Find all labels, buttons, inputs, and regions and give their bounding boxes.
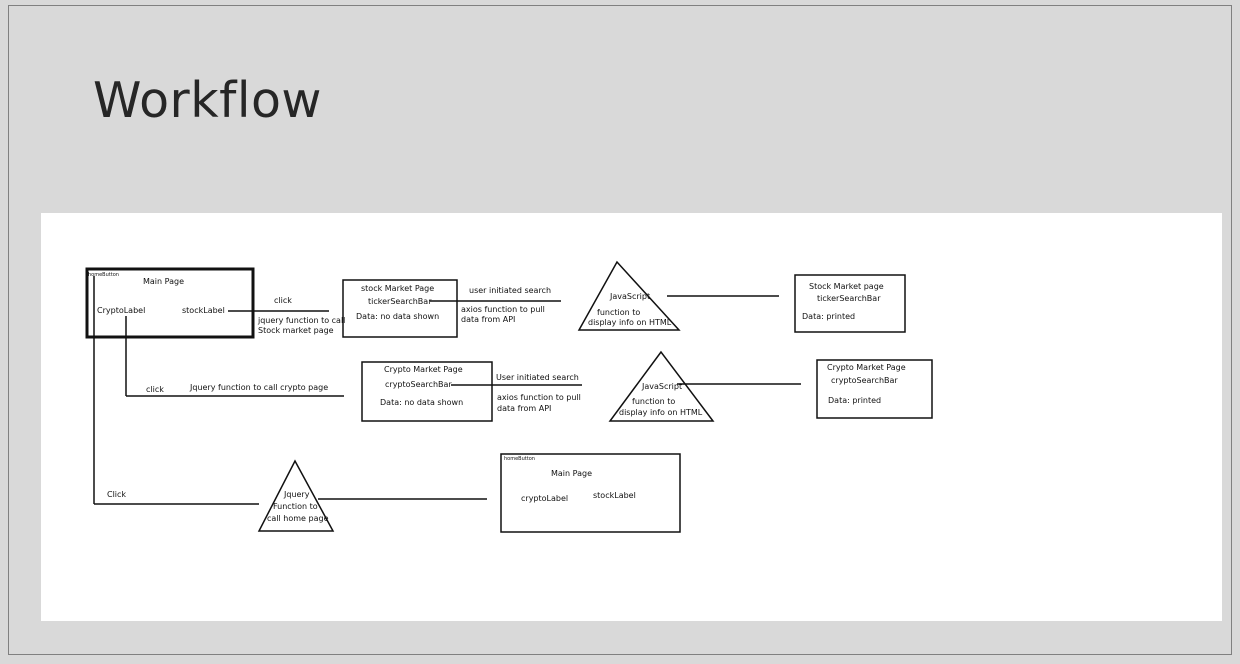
stock-search-label: user initiated search (469, 286, 551, 295)
stock-market-page-box (342, 279, 458, 338)
stock-js-line1: function to (597, 308, 640, 317)
crypto-axios-line1: axios function to pull (497, 393, 581, 402)
stock-jquery-line1: jquery function to call (257, 316, 345, 325)
stock-label: stockLabel (182, 306, 225, 315)
crypto-search-bar-label: cryptoSearchBar (385, 380, 452, 389)
home-jquery-line1: Jquery (283, 490, 310, 499)
stock-jquery-line2: Stock market page (258, 326, 334, 335)
home-click-label: Click (107, 490, 126, 499)
crypto-js-line1: function to (632, 397, 675, 406)
slide-title: Workflow (93, 72, 322, 129)
home-jquery-triangle (257, 459, 335, 532)
stock-result-data: Data: printed (802, 312, 855, 321)
crypto-js-title: JavaScript (641, 382, 682, 391)
stock-axios-line2: data from API (461, 315, 515, 324)
home-jquery-line3: call home page (267, 514, 329, 523)
stock-click-label: click (274, 296, 292, 305)
crypto-page-title: Crypto Market Page (384, 365, 463, 374)
crypto-js-line2: display info on HTML (619, 408, 703, 417)
main-page-title: Main Page (143, 277, 184, 286)
crypto-search-label: User initiated search (496, 373, 579, 382)
stock-result-search-bar: tickerSearchBar (817, 294, 881, 303)
home-crypto-label: cryptoLabel (521, 494, 568, 503)
stock-result-title: Stock Market page (809, 282, 884, 291)
home-main-page-box (500, 453, 681, 533)
home-main-page-title: Main Page (551, 469, 592, 478)
stock-axios-line1: axios function to pull (461, 305, 545, 314)
crypto-label: CryptoLabel (97, 306, 145, 315)
crypto-axios-line2: data from API (497, 404, 551, 413)
crypto-result-box (816, 359, 933, 419)
home-home-button-label: homeButton (504, 456, 535, 462)
home-button-label: homeButton (88, 272, 119, 278)
stock-page-title: stock Market Page (361, 284, 434, 293)
crypto-javascript-triangle (608, 350, 715, 422)
workflow-diagram: homeButton Main Page CryptoLabel stockLa… (85, 260, 933, 533)
home-jquery-line2: Function to (273, 502, 318, 511)
stock-javascript-triangle (577, 260, 681, 331)
stock-js-title: JavaScript (609, 292, 650, 301)
crypto-jquery-label: Jquery function to call crypto page (189, 383, 328, 392)
stock-result-box (794, 274, 906, 333)
stock-js-line2: display info on HTML (588, 318, 672, 327)
ticker-search-bar-label: tickerSearchBar (368, 297, 432, 306)
stock-page-data: Data: no data shown (356, 312, 439, 321)
crypto-page-data: Data: no data shown (380, 398, 463, 407)
crypto-result-data: Data: printed (828, 396, 881, 405)
crypto-result-search-bar: cryptoSearchBar (831, 376, 898, 385)
crypto-market-page-box (361, 361, 493, 422)
crypto-result-title: Crypto Market Page (827, 363, 906, 372)
diagram-panel: homeButton Main Page CryptoLabel stockLa… (41, 213, 1222, 621)
crypto-click-label: click (146, 385, 164, 394)
home-stock-label: stockLabel (593, 491, 636, 500)
main-page-box (85, 267, 255, 339)
